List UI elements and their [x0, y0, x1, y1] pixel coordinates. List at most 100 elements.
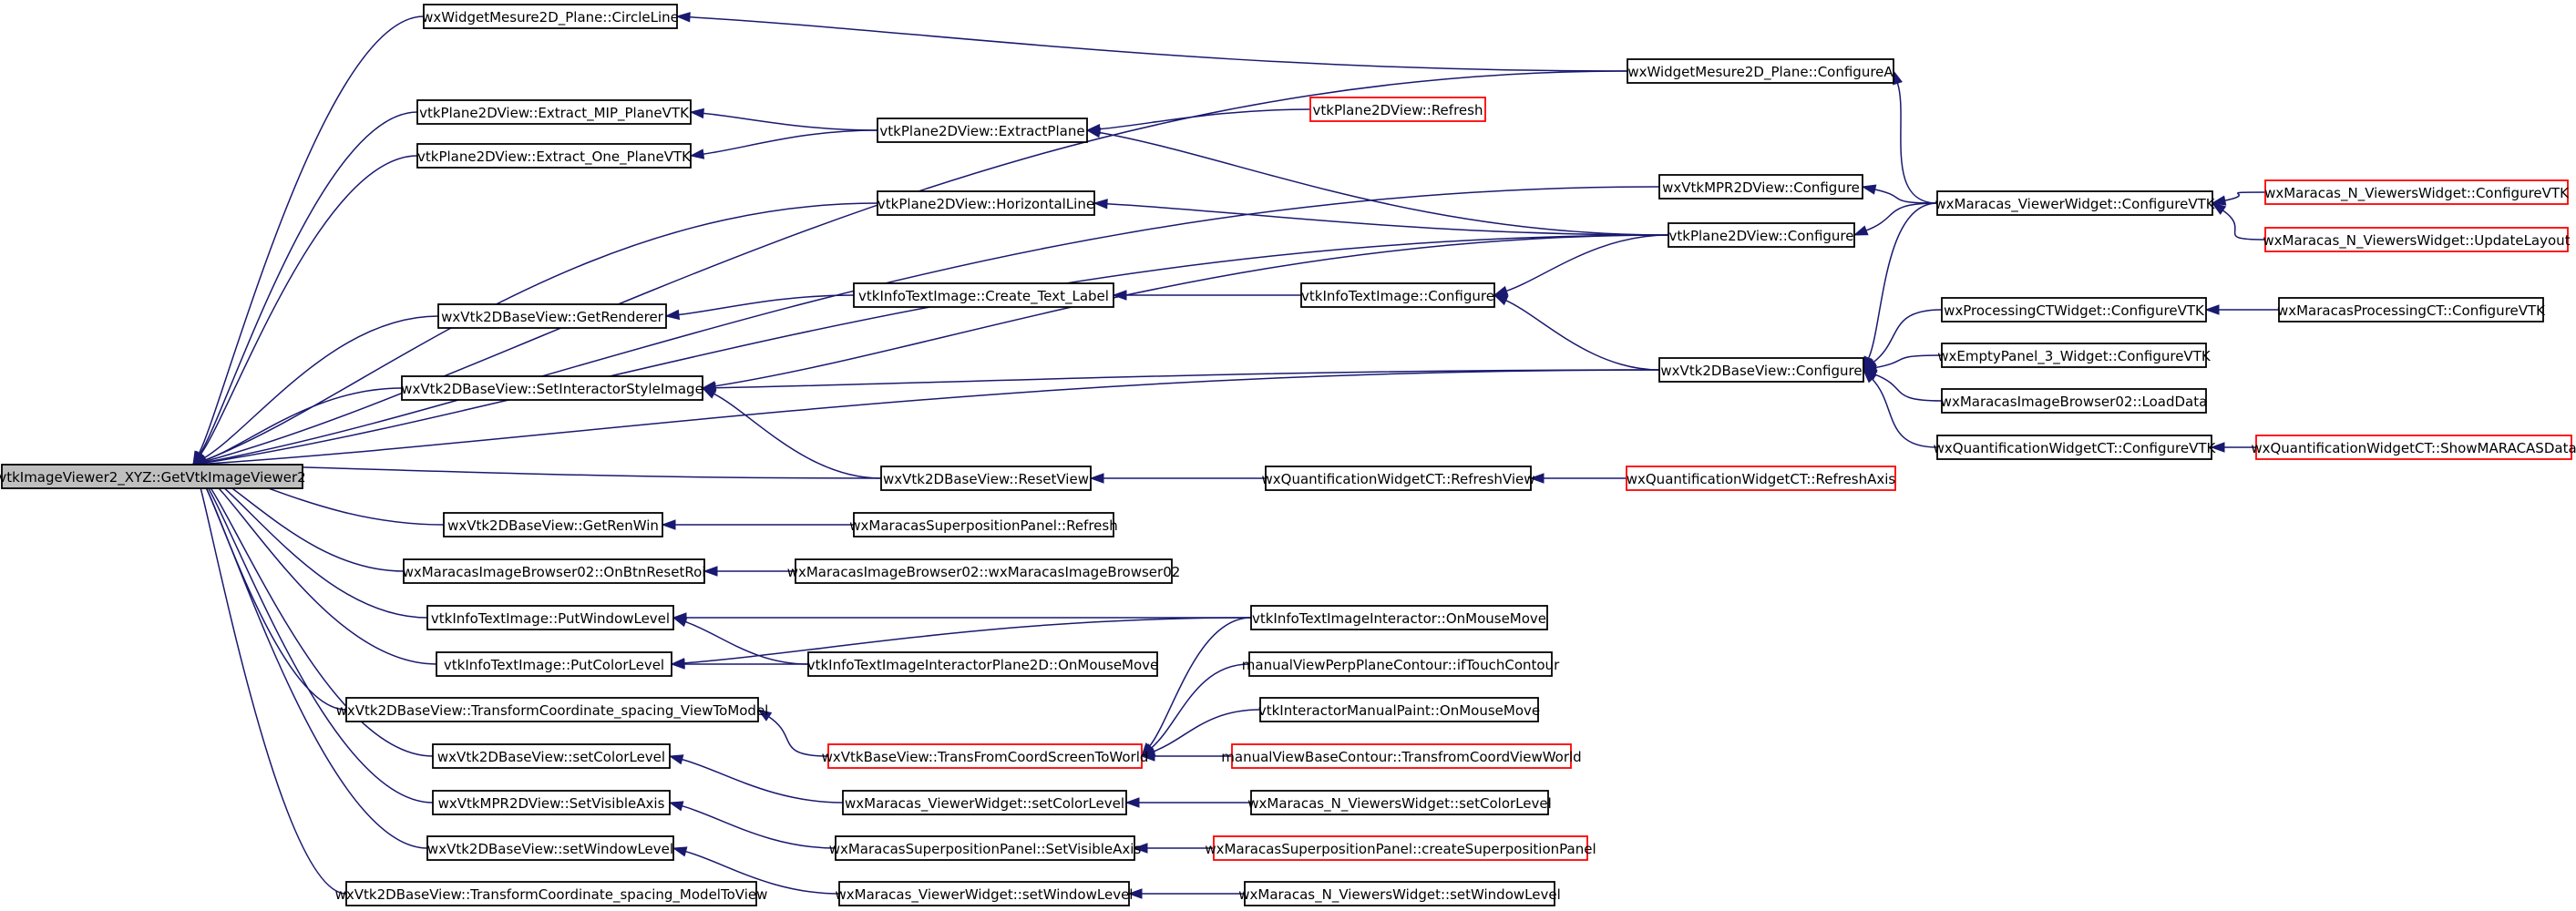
graph-node-configA[interactable]: wxWidgetMesure2D_Plane::ConfigureA — [1627, 58, 1894, 84]
graph-node-mvwSetColor[interactable]: wxMaracas_ViewerWidget::setColorLevel — [842, 790, 1127, 815]
node-box — [432, 790, 671, 815]
node-box — [807, 651, 1158, 677]
node-box — [1231, 743, 1572, 769]
graph-node-procCT[interactable]: wxMaracasProcessingCT::ConfigureVTK — [2277, 297, 2546, 322]
graph-node-circleline[interactable]: wxWidgetMesure2D_Plane::CircleLine — [422, 4, 679, 29]
graph-node-emptyPanel[interactable]: wxEmptyPanel_3_Widget::ConfigureVTK — [1937, 343, 2212, 368]
graph-node-quantConfigVTK[interactable]: wxQuantificationWidgetCT::ConfigureVTK — [1934, 435, 2217, 460]
graph-node-viewToModel[interactable]: wxVtk2DBaseView::TransformCoordinate_spa… — [336, 697, 769, 722]
node-label: vtkInfoTextImageInteractorPlane2D::OnMou… — [807, 657, 1159, 673]
node-box — [2264, 227, 2569, 252]
node-label: vtkInfoTextImageInteractor::OnMouseMove — [1252, 610, 1546, 627]
node-box — [1309, 97, 1486, 122]
graph-node-base2dConfig[interactable]: wxVtk2DBaseView::Configure — [1658, 357, 1864, 383]
edge-line — [1875, 354, 1943, 369]
graph-node-hline[interactable]: vtkPlane2DView::HorizontalLine — [877, 190, 1095, 216]
edge-superSetVisible-to-setVisibleAxis — [668, 801, 836, 849]
edge-nviewSetColor-to-mvwSetColor — [1124, 797, 1251, 808]
edge-plane2dConfig-to-infoConfig — [1493, 234, 1669, 296]
graph-node-getRenderer[interactable]: wxVtk2DBaseView::GetRenderer — [437, 303, 667, 329]
node-label: wxVtkMPR2DView::SetVisibleAxis — [438, 795, 665, 812]
graph-node-extractPlane[interactable]: vtkPlane2DView::ExtractPlane — [877, 118, 1088, 143]
edge-line — [205, 234, 1669, 464]
graph-node-root: vtkImageViewer2_XYZ::GetVtkImageViewer2 — [0, 464, 306, 489]
graph-node-interactorMove[interactable]: vtkInfoTextImageInteractor::OnMouseMove — [1250, 605, 1548, 630]
edge-showMaracas-to-quantConfigVTK — [2210, 442, 2257, 453]
arrowhead-icon — [661, 519, 676, 530]
node-label: wxVtk2DBaseView::GetRenWin — [447, 517, 659, 534]
graph-node-setVisibleAxis[interactable]: wxVtkMPR2DView::SetVisibleAxis — [432, 790, 671, 815]
graph-node-nviewSetWindow[interactable]: wxMaracas_N_ViewersWidget::setWindowLeve… — [1238, 881, 1561, 906]
graph-node-touchContour[interactable]: manualViewPerpPlaneContour::ifTouchConto… — [1242, 651, 1560, 677]
node-box — [1259, 697, 1539, 722]
node-label: wxQuantificationWidgetCT::RefreshView — [1262, 471, 1535, 487]
graph-node-setColorLevel[interactable]: wxVtk2DBaseView::setColorLevel — [432, 743, 671, 769]
graph-node-modelToView[interactable]: wxVtk2DBaseView::TransformCoordinate_spa… — [335, 881, 768, 906]
graph-node-mvwSetWindow[interactable]: wxMaracas_ViewerWidget::setWindowLevel — [836, 881, 1134, 906]
graph-node-browserCtor[interactable]: wxMaracasImageBrowser02::wxMaracasImageB… — [787, 558, 1181, 584]
graph-node-showMaracas[interactable]: wxQuantificationWidgetCT::ShowMARACASDat… — [2251, 435, 2576, 460]
node-label: wxVtk2DBaseView::setColorLevel — [437, 749, 665, 765]
graph-node-loadData[interactable]: wxMaracasImageBrowser02::LoadData — [1941, 388, 2208, 414]
graph-node-refreshAxis[interactable]: wxQuantificationWidgetCT::RefreshAxis — [1626, 466, 1896, 491]
graph-node-createSuper[interactable]: wxMaracasSuperpositionPanel::createSuper… — [1205, 835, 1596, 861]
graph-node-screenToWorld[interactable]: wxVtkBaseView::TransFromCoordScreenToWor… — [822, 743, 1149, 769]
edge-procConfigVTK-to-base2dConfig — [1862, 309, 1943, 371]
node-layer: vtkImageViewer2_XYZ::GetVtkImageViewer2w… — [0, 4, 2576, 906]
node-box — [1941, 343, 2207, 368]
node-box — [1248, 651, 1553, 677]
node-label: wxMaracasImageBrowser02::OnBtnResetRoi — [403, 564, 706, 580]
graph-node-setWindowLevel[interactable]: wxVtk2DBaseView::setWindowLevel — [426, 835, 674, 861]
edge-line — [703, 129, 878, 155]
edge-line — [1099, 131, 1669, 236]
edge-plane2dConfig-to-extractPlane — [1085, 127, 1669, 236]
graph-node-superSetVisible[interactable]: wxMaracasSuperpositionPanel::SetVisibleA… — [829, 835, 1142, 861]
graph-node-btnReset[interactable]: wxMaracasImageBrowser02::OnBtnResetRoi — [403, 558, 706, 584]
node-box — [1941, 388, 2207, 414]
graph-node-putWindow[interactable]: vtkInfoTextImage::PutWindowLevel — [426, 605, 674, 630]
node-label: wxVtk2DBaseView::setWindowLevel — [427, 841, 673, 857]
edge-createTextLabel-to-getRenderer — [664, 294, 855, 321]
node-label: vtkInfoTextImage::PutWindowLevel — [431, 610, 670, 627]
edge-line — [1872, 378, 1938, 448]
edge-line — [1874, 189, 1938, 204]
node-label: wxVtk2DBaseView::SetInteractorStyleImage — [401, 381, 703, 397]
graph-node-extractOne[interactable]: vtkPlane2DView::Extract_One_PlaneVTK — [416, 143, 692, 169]
edge-line — [1867, 202, 1938, 359]
edge-line — [205, 70, 1628, 463]
edge-maracasConfigVTK-to-plane2dConfig — [1852, 202, 1938, 236]
graph-node-maracasConfigVTK[interactable]: wxMaracas_ViewerWidget::ConfigureVTK — [1935, 190, 2216, 216]
graph-node-manualPaint[interactable]: vtkInteractorManualPaint::OnMouseMove — [1258, 697, 1540, 722]
graph-node-procConfigVTK[interactable]: wxProcessingCTWidget::ConfigureVTK — [1941, 297, 2207, 322]
graph-node-plane2dConfig[interactable]: vtkPlane2DView::Configure — [1668, 222, 1855, 248]
graph-node-infoConfig[interactable]: vtkInfoTextImage::Configure — [1300, 282, 1495, 308]
node-label: wxVtk2DBaseView::GetRenderer — [441, 309, 664, 325]
node-label: vtkPlane2DView::ExtractPlane — [879, 123, 1084, 139]
node-label: wxMaracasSuperpositionPanel::SetVisibleA… — [829, 841, 1142, 857]
node-box — [1, 464, 303, 489]
graph-node-refreshView[interactable]: wxQuantificationWidgetCT::RefreshView — [1262, 466, 1535, 491]
graph-node-putColor[interactable]: vtkInfoTextImage::PutColorLevel — [436, 651, 672, 677]
graph-node-superRefresh[interactable]: wxMaracasSuperpositionPanel::Refresh — [849, 512, 1118, 537]
graph-node-refresh2d[interactable]: vtkPlane2DView::Refresh — [1309, 97, 1486, 122]
node-label: vtkInfoTextImage::Create_Text_Label — [858, 288, 1109, 305]
graph-node-extractMIP[interactable]: vtkPlane2DView::Extract_MIP_PlaneVTK — [416, 99, 692, 125]
graph-node-nviewSetColor[interactable]: wxMaracas_N_ViewersWidget::setColorLevel — [1247, 790, 1552, 815]
graph-node-nviewUpdate[interactable]: wxMaracas_N_ViewersWidget::UpdateLayout — [2263, 227, 2571, 252]
node-box — [423, 4, 678, 29]
graph-node-createTextLabel[interactable]: vtkInfoTextImage::Create_Text_Label — [853, 282, 1114, 308]
node-box — [1627, 58, 1894, 84]
node-label: wxWidgetMesure2D_Plane::ConfigureA — [1627, 64, 1894, 81]
node-label: wxQuantificationWidgetCT::RefreshAxis — [1627, 471, 1896, 487]
graph-node-getRenWin[interactable]: wxVtk2DBaseView::GetRenWin — [443, 512, 663, 537]
node-label: wxMaracas_N_ViewersWidget::UpdateLayout — [2263, 232, 2570, 250]
graph-node-setInteractor[interactable]: wxVtk2DBaseView::SetInteractorStyleImage — [401, 375, 703, 401]
edge-line — [204, 387, 403, 461]
edge-layer — [191, 12, 2279, 899]
graph-node-plane2DMove[interactable]: vtkInfoTextImageInteractorPlane2D::OnMou… — [807, 651, 1159, 677]
edge-line — [713, 393, 882, 479]
graph-node-nviewConfigVTK[interactable]: wxMaracas_N_ViewersWidget::ConfigureVTK — [2264, 179, 2570, 205]
graph-node-resetView[interactable]: wxVtk2DBaseView::ResetView — [880, 466, 1092, 491]
graph-node-mpr2dConfig[interactable]: wxVtkMPR2DView::Configure — [1658, 174, 1863, 200]
graph-node-coordViewWorld[interactable]: manualViewBaseContour::TransfromCoordVie… — [1221, 743, 1582, 769]
